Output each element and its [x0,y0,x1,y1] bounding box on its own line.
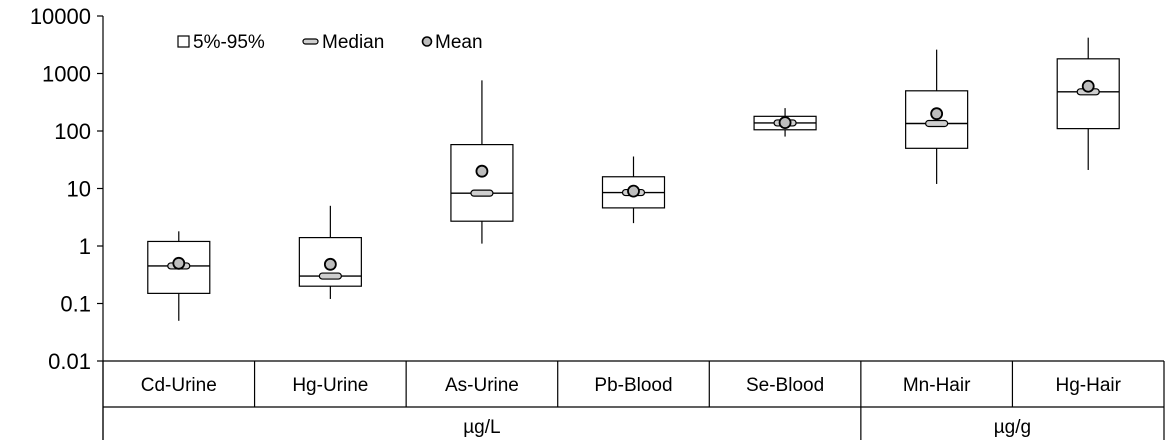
legend-item-box: 5%-95% [177,32,265,53]
box-as-urine [450,80,514,244]
category-label: Cd-Urine [141,375,217,396]
mean-marker [778,116,792,129]
box-series [147,37,1120,321]
box-hg-hair [1056,37,1120,170]
box-se-blood [753,108,817,137]
box-cd-urine [147,231,211,321]
mean-marker [172,256,186,270]
y-tick-label: 0.01 [48,349,91,374]
legend-mean-swatch [421,36,433,47]
box-pb-blood [601,156,666,224]
legend-item-median: Median [302,32,384,53]
mean-marker [627,184,640,198]
y-tick-label: 1 [79,234,91,259]
category-label: Hg-Urine [292,375,368,396]
legend-label: 5%-95% [193,32,265,53]
y-axis: 0.01 0.1 1 10 100 1000 10000 [30,4,104,440]
mean-marker [1081,79,1095,93]
y-tick-label: 10000 [30,4,91,29]
group-unit-label: µg/L [463,417,500,438]
box-hg-urine [298,205,362,299]
category-label: Mn-Hair [903,375,971,396]
median-marker [470,189,494,197]
box-mn-hair [905,49,969,184]
category-label: Pb-Blood [594,375,672,396]
legend-median-swatch [302,38,319,45]
box-5-95 [450,144,514,222]
group-unit-label: µg/g [994,417,1031,438]
legend-label: Mean [435,32,483,53]
y-tick-label: 100 [54,119,91,144]
median-marker [925,119,949,128]
category-label: As-Urine [445,375,519,396]
y-tick-label: 0.1 [60,292,91,317]
legend-item-mean: Mean [421,32,483,53]
category-label: Se-Blood [746,375,824,396]
y-tick-label: 1000 [42,62,91,87]
mean-marker [475,164,489,178]
mean-marker [930,107,944,121]
legend-box-swatch [177,35,190,48]
mean-marker [323,257,337,271]
legend-label: Median [322,32,384,53]
x-axis: Cd-Urine Hg-Urine As-Urine Pb-Blood Se-Blood… [102,360,1165,440]
median-marker [318,272,342,280]
y-tick-label: 10 [67,177,91,202]
category-label: Hg-Hair [1055,375,1121,396]
legend: 5%-95% Median Mean [177,32,483,53]
